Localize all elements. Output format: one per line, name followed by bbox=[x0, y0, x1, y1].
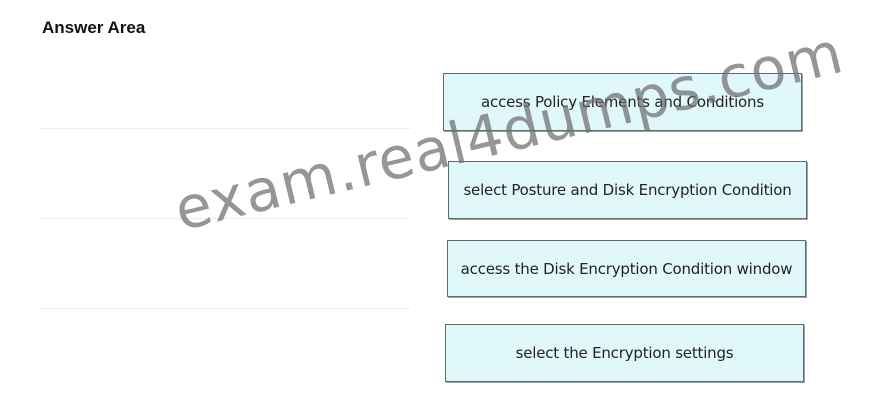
answer-area-title: Answer Area bbox=[42, 18, 146, 37]
option-label: select Posture and Disk Encryption Condi… bbox=[463, 181, 792, 199]
option-label: select the Encryption settings bbox=[515, 344, 734, 362]
option-access-policy-elements[interactable]: access Policy Elements and Conditions bbox=[443, 73, 802, 131]
target-slot-divider bbox=[40, 218, 410, 219]
target-slot-divider bbox=[40, 128, 410, 129]
option-label: access Policy Elements and Conditions bbox=[481, 93, 764, 111]
option-access-disk-encryption-window[interactable]: access the Disk Encryption Condition win… bbox=[447, 240, 806, 297]
option-label: access the Disk Encryption Condition win… bbox=[460, 259, 793, 278]
target-slot-divider bbox=[40, 308, 410, 309]
option-select-encryption-settings[interactable]: select the Encryption settings bbox=[445, 324, 804, 382]
option-select-posture-disk-encryption[interactable]: select Posture and Disk Encryption Condi… bbox=[448, 161, 807, 219]
